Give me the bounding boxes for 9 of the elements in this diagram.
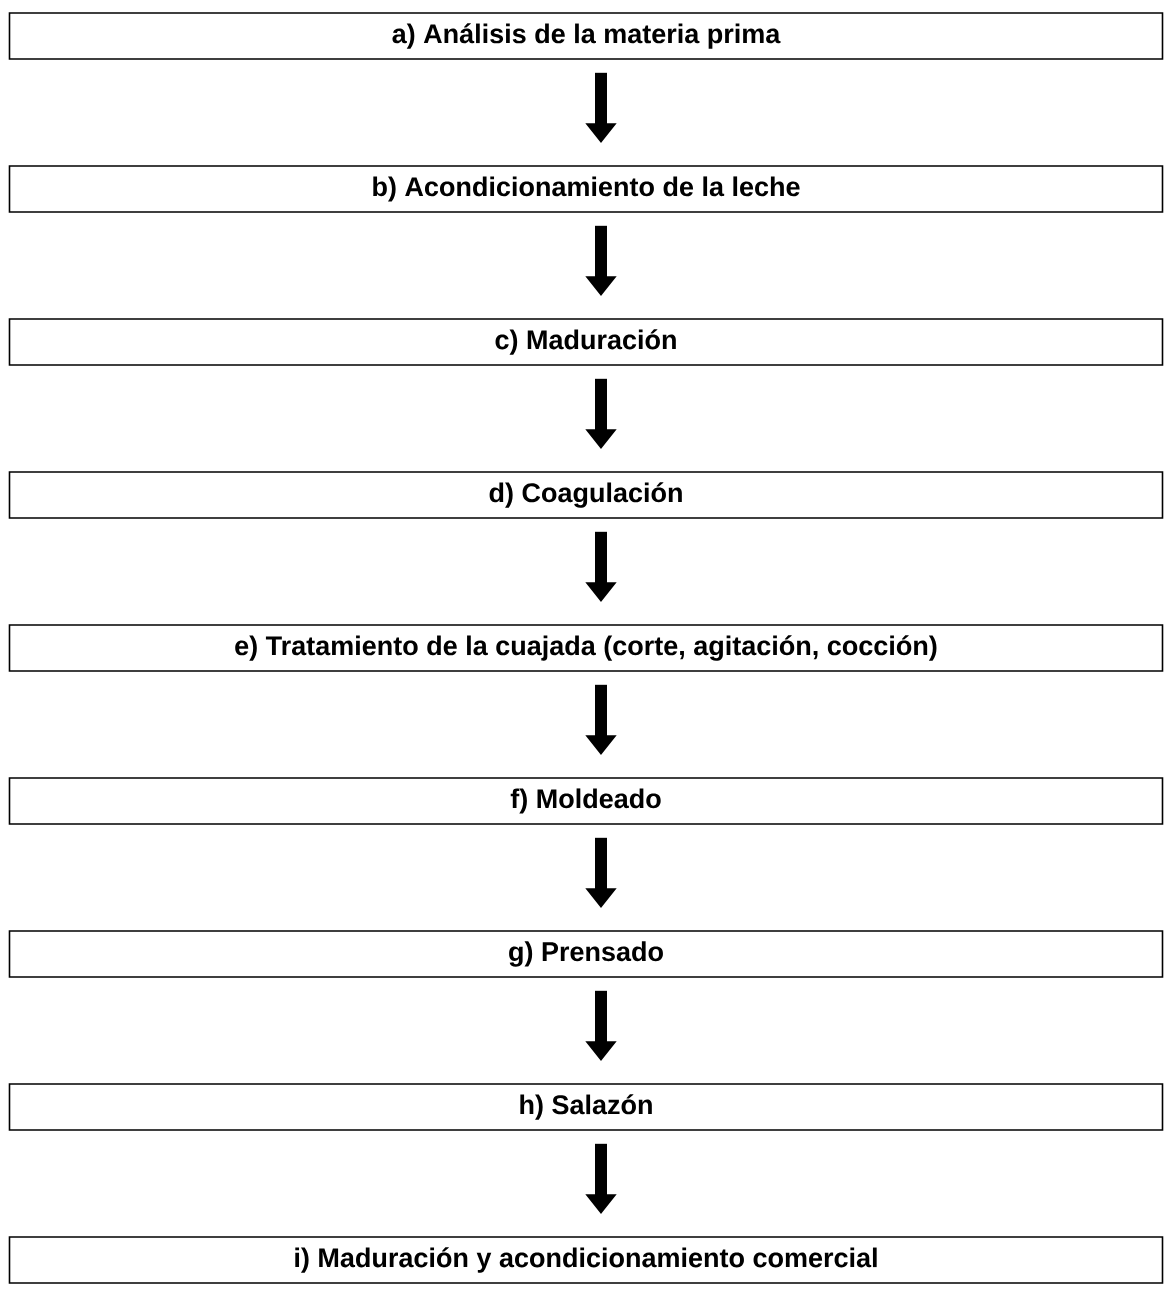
process-box: g) Prensado bbox=[8, 930, 1164, 978]
process-box: i) Maduración y acondicionamiento comercial bbox=[8, 1236, 1164, 1284]
process-box: d) Coagulación bbox=[8, 471, 1164, 519]
process-box: e) Tratamiento de la cuajada (corte, agitación, cocción) bbox=[8, 624, 1164, 672]
process-box: f) Moldeado bbox=[8, 777, 1164, 825]
process-box: c) Maduración bbox=[8, 318, 1164, 366]
process-box: a) Análisis de la materia prima bbox=[8, 12, 1164, 60]
process-box: b) Acondicionamiento de la leche bbox=[8, 165, 1164, 213]
process-box: h) Salazón bbox=[8, 1083, 1164, 1131]
